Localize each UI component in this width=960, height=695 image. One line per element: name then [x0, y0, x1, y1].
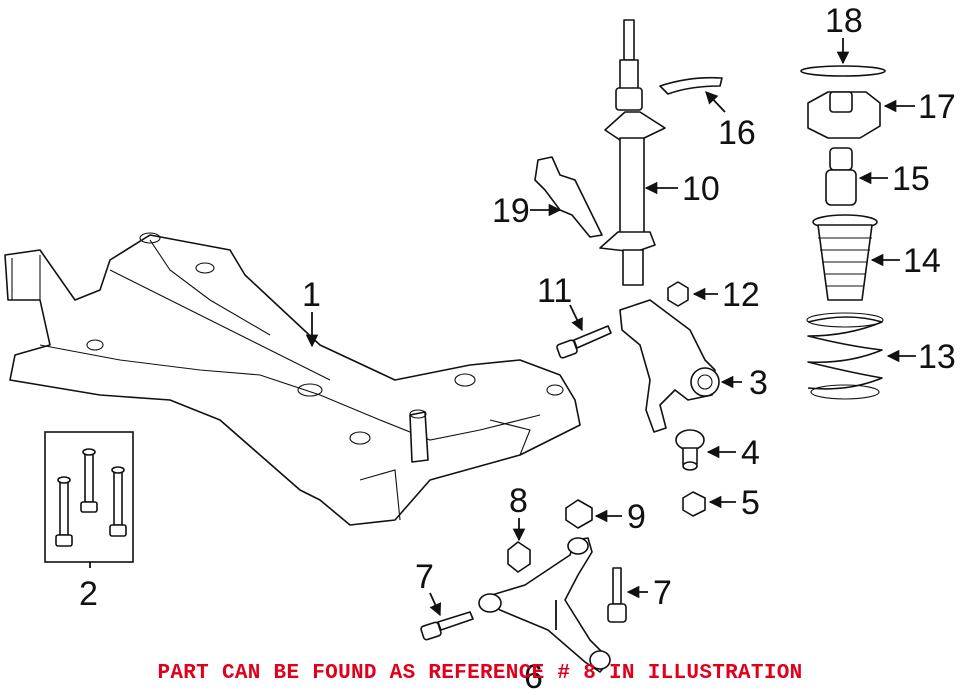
callout-9: 9	[627, 498, 646, 536]
callout-2: 2	[79, 575, 98, 613]
callout-14: 14	[903, 242, 941, 280]
callout-7-left: 7	[415, 558, 434, 596]
strut-nut	[667, 281, 689, 307]
bolt-kit	[44, 431, 134, 563]
bump-stop	[825, 147, 857, 206]
crossmember-subframe	[4, 232, 581, 526]
callout-1: 1	[302, 276, 321, 314]
strut-mount	[807, 91, 881, 139]
callout-18: 18	[825, 2, 863, 40]
callout-6: 6	[524, 658, 543, 695]
callout-12: 12	[722, 276, 760, 314]
steering-knuckle	[619, 299, 720, 433]
callout-10: 10	[682, 170, 720, 208]
lower-control-arm	[478, 537, 611, 673]
coil-spring	[806, 312, 884, 400]
callout-19: 19	[492, 192, 530, 230]
callout-13: 13	[918, 338, 956, 376]
ball-joint	[675, 429, 705, 471]
reference-note: PART CAN BE FOUND AS REFERENCE # 8 IN IL…	[157, 662, 803, 685]
control-arm-nut	[565, 499, 593, 529]
control-arm-bolt-left	[420, 611, 474, 641]
control-arm-bolt-right	[607, 567, 627, 623]
dust-boot	[812, 214, 878, 301]
upper-spring-seat	[800, 65, 886, 77]
callout-5: 5	[741, 484, 760, 522]
spring-isolator	[659, 76, 723, 95]
strut-assembly	[599, 19, 666, 286]
leader-arrows	[89, 38, 916, 630]
callout-7-right: 7	[653, 574, 672, 612]
callout-3: 3	[749, 364, 768, 402]
callout-15: 15	[892, 160, 930, 198]
callout-11: 11	[537, 272, 572, 310]
callout-8: 8	[509, 482, 528, 520]
callout-17: 17	[918, 88, 956, 126]
callout-4: 4	[741, 434, 760, 472]
knuckle-bolt	[556, 325, 612, 359]
callout-16: 16	[718, 114, 756, 152]
strut-bracket	[534, 156, 603, 238]
nut-ref-8	[507, 541, 531, 573]
ball-joint-nut	[682, 491, 706, 517]
